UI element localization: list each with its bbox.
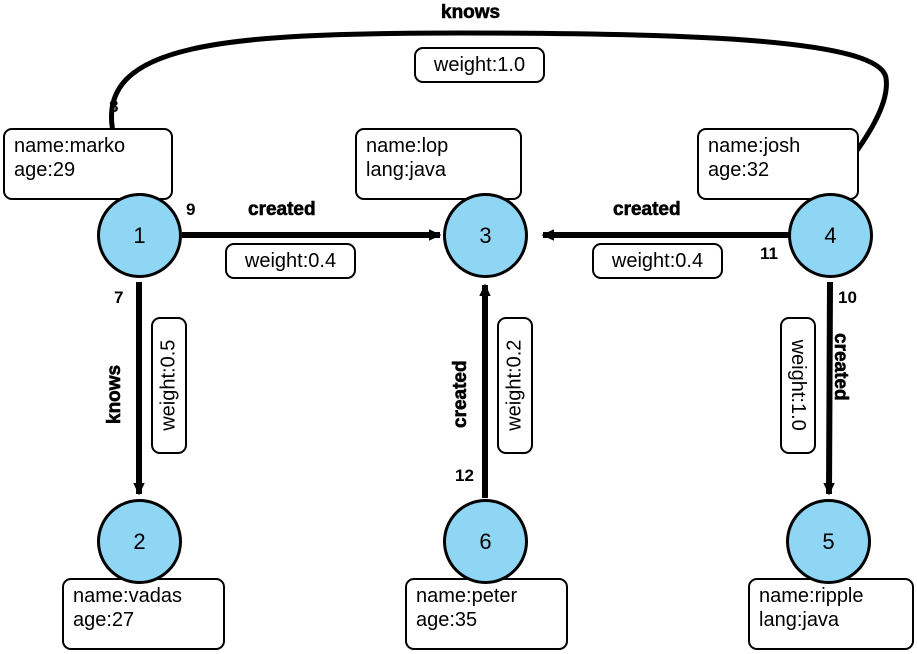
vertex-3-label: 3: [479, 222, 492, 248]
vertex-2[interactable]: 2: [97, 499, 182, 584]
edge-12-weight-text: weight:0.2: [503, 339, 526, 432]
vertex-3-properties: name:lop lang:java: [355, 128, 522, 200]
vertex-6[interactable]: 6: [443, 499, 528, 584]
edge-10-weight: weight:1.0: [780, 317, 816, 454]
edge-10-weight-text: weight:1.0: [787, 339, 810, 432]
edge-9-weight: weight:0.4: [225, 243, 356, 279]
edge-11-weight: weight:0.4: [592, 243, 723, 279]
edge-7-weight-text: weight:0.5: [157, 339, 180, 432]
vertex-1[interactable]: 1: [97, 193, 182, 278]
edge-7-label: knows: [104, 364, 126, 425]
vertex-2-properties: name:vadas age:27: [62, 578, 225, 650]
edge-7-id: 7: [114, 288, 124, 307]
vertex-3[interactable]: 3: [443, 193, 528, 278]
vertex-1-properties: name:marko age:29: [3, 128, 173, 200]
vertex-5-properties: name:ripple lang:java: [748, 578, 914, 650]
edge-8-label: knows: [441, 2, 501, 24]
vertex-6-label: 6: [479, 528, 492, 554]
vertex-1-label: 1: [133, 222, 146, 248]
edge-8-id: 8: [109, 97, 119, 116]
edge-12-id: 12: [455, 466, 474, 485]
edge-11-label: created: [613, 199, 681, 221]
edge-11-id: 11: [760, 244, 778, 263]
vertex-5-label: 5: [822, 528, 835, 554]
edge-9-id: 9: [186, 200, 196, 219]
vertex-6-properties: name:peter age:35: [405, 578, 568, 650]
vertex-5[interactable]: 5: [786, 499, 871, 584]
edge-7-weight: weight:0.5: [151, 317, 187, 454]
edge-8-path: [109, 30, 889, 174]
edge-12-weight: weight:0.2: [497, 317, 533, 454]
edge-10-path: [823, 281, 835, 496]
vertex-4-properties: name:josh age:32: [697, 128, 859, 200]
edge-10-label: created: [830, 333, 852, 401]
vertex-2-label: 2: [133, 528, 146, 554]
edge-12-label: created: [450, 360, 472, 428]
vertex-4[interactable]: 4: [788, 193, 873, 278]
edge-8-weight: weight:1.0: [414, 47, 545, 83]
vertex-4-label: 4: [824, 222, 837, 248]
edge-10-id: 10: [838, 288, 857, 307]
edge-9-label: created: [248, 199, 316, 221]
